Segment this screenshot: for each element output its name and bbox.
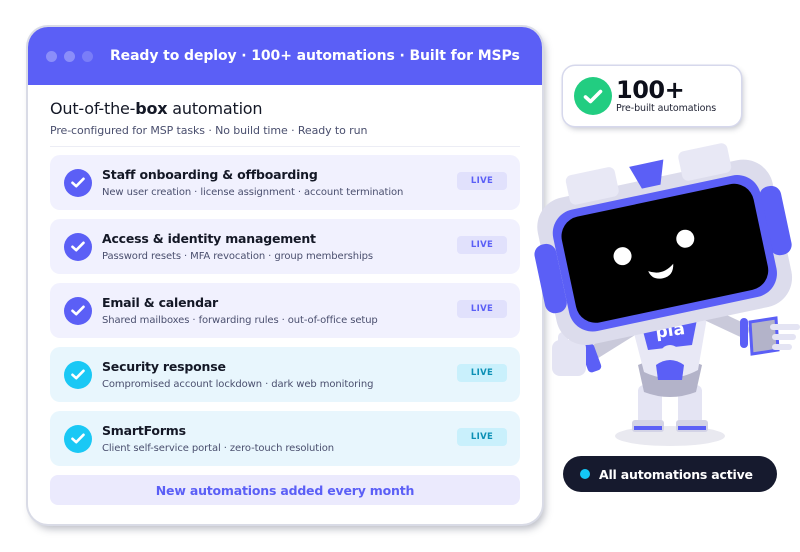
stat-label: Pre-built automations xyxy=(616,103,717,114)
window-dot-icon xyxy=(64,50,75,62)
stat-value: 100+ xyxy=(616,76,685,104)
status-text: All automations active xyxy=(599,466,753,482)
item-text: Email & calendar Shared mailboxes · forw… xyxy=(102,295,378,326)
section-title-bold: box xyxy=(135,99,168,118)
item-title: Security response xyxy=(102,359,226,374)
item-description: New user creation · license assignment ·… xyxy=(102,187,404,198)
check-circle-icon xyxy=(64,424,92,453)
new-automations-banner: New automations added every month xyxy=(50,475,520,505)
item-text: Security response Compromised account lo… xyxy=(102,359,373,390)
live-badge: LIVE xyxy=(457,172,507,190)
section-title-prefix: Out-of-the- xyxy=(50,99,136,118)
live-badge: LIVE xyxy=(457,364,507,382)
item-description: Compromised account lockdown · dark web … xyxy=(102,379,374,390)
card-body: Out-of-the-box automation Pre-configured… xyxy=(28,85,542,505)
item-title: SmartForms xyxy=(102,423,186,438)
check-circle-icon xyxy=(64,168,92,197)
automation-item-access-identity[interactable]: Access & identity management Password re… xyxy=(50,219,520,274)
robot-mascot-icon: pia xyxy=(534,143,800,446)
status-pill: All automations active xyxy=(563,456,777,492)
item-description: Shared mailboxes · forwarding rules · ou… xyxy=(102,315,378,326)
check-circle-icon xyxy=(64,296,92,325)
item-text: Staff onboarding & offboarding New user … xyxy=(102,167,403,198)
section-subtitle: Pre-configured for MSP tasks · No build … xyxy=(50,124,368,137)
item-title: Access & identity management xyxy=(102,231,316,246)
check-circle-icon xyxy=(64,232,92,261)
live-badge: LIVE xyxy=(457,236,507,254)
section-title: Out-of-the-box automation xyxy=(50,99,520,118)
item-title: Email & calendar xyxy=(102,295,219,310)
window-dot-icon xyxy=(82,50,93,62)
status-dot-icon xyxy=(580,469,590,479)
header-title: Ready to deploy · 100+ automations · Bui… xyxy=(110,48,520,64)
section-title-suffix: automation xyxy=(167,99,263,118)
live-badge: LIVE xyxy=(457,300,507,318)
stat-card: 100+ Pre-built automations xyxy=(563,66,741,126)
stat-text: 100+ Pre-built automations xyxy=(616,78,716,114)
item-text: SmartForms Client self-service portal · … xyxy=(102,423,334,454)
check-circle-icon xyxy=(574,77,612,115)
check-circle-icon xyxy=(64,360,92,389)
automation-item-staff-onboarding[interactable]: Staff onboarding & offboarding New user … xyxy=(50,155,520,210)
item-text: Access & identity management Password re… xyxy=(102,231,373,262)
item-description: Password resets · MFA revocation · group… xyxy=(102,251,373,262)
divider xyxy=(50,146,520,147)
live-badge: LIVE xyxy=(457,428,507,446)
window-dot-icon xyxy=(46,50,57,62)
automation-item-smartforms[interactable]: SmartForms Client self-service portal · … xyxy=(50,411,520,466)
item-title: Staff onboarding & offboarding xyxy=(102,167,318,182)
window-dots xyxy=(46,50,93,62)
automation-card: Ready to deploy · 100+ automations · Bui… xyxy=(28,27,542,524)
item-description: Client self-service portal · zero-touch … xyxy=(102,443,335,454)
automation-item-security-response[interactable]: Security response Compromised account lo… xyxy=(50,347,520,402)
card-header: Ready to deploy · 100+ automations · Bui… xyxy=(28,27,542,85)
automation-item-email-calendar[interactable]: Email & calendar Shared mailboxes · forw… xyxy=(50,283,520,338)
